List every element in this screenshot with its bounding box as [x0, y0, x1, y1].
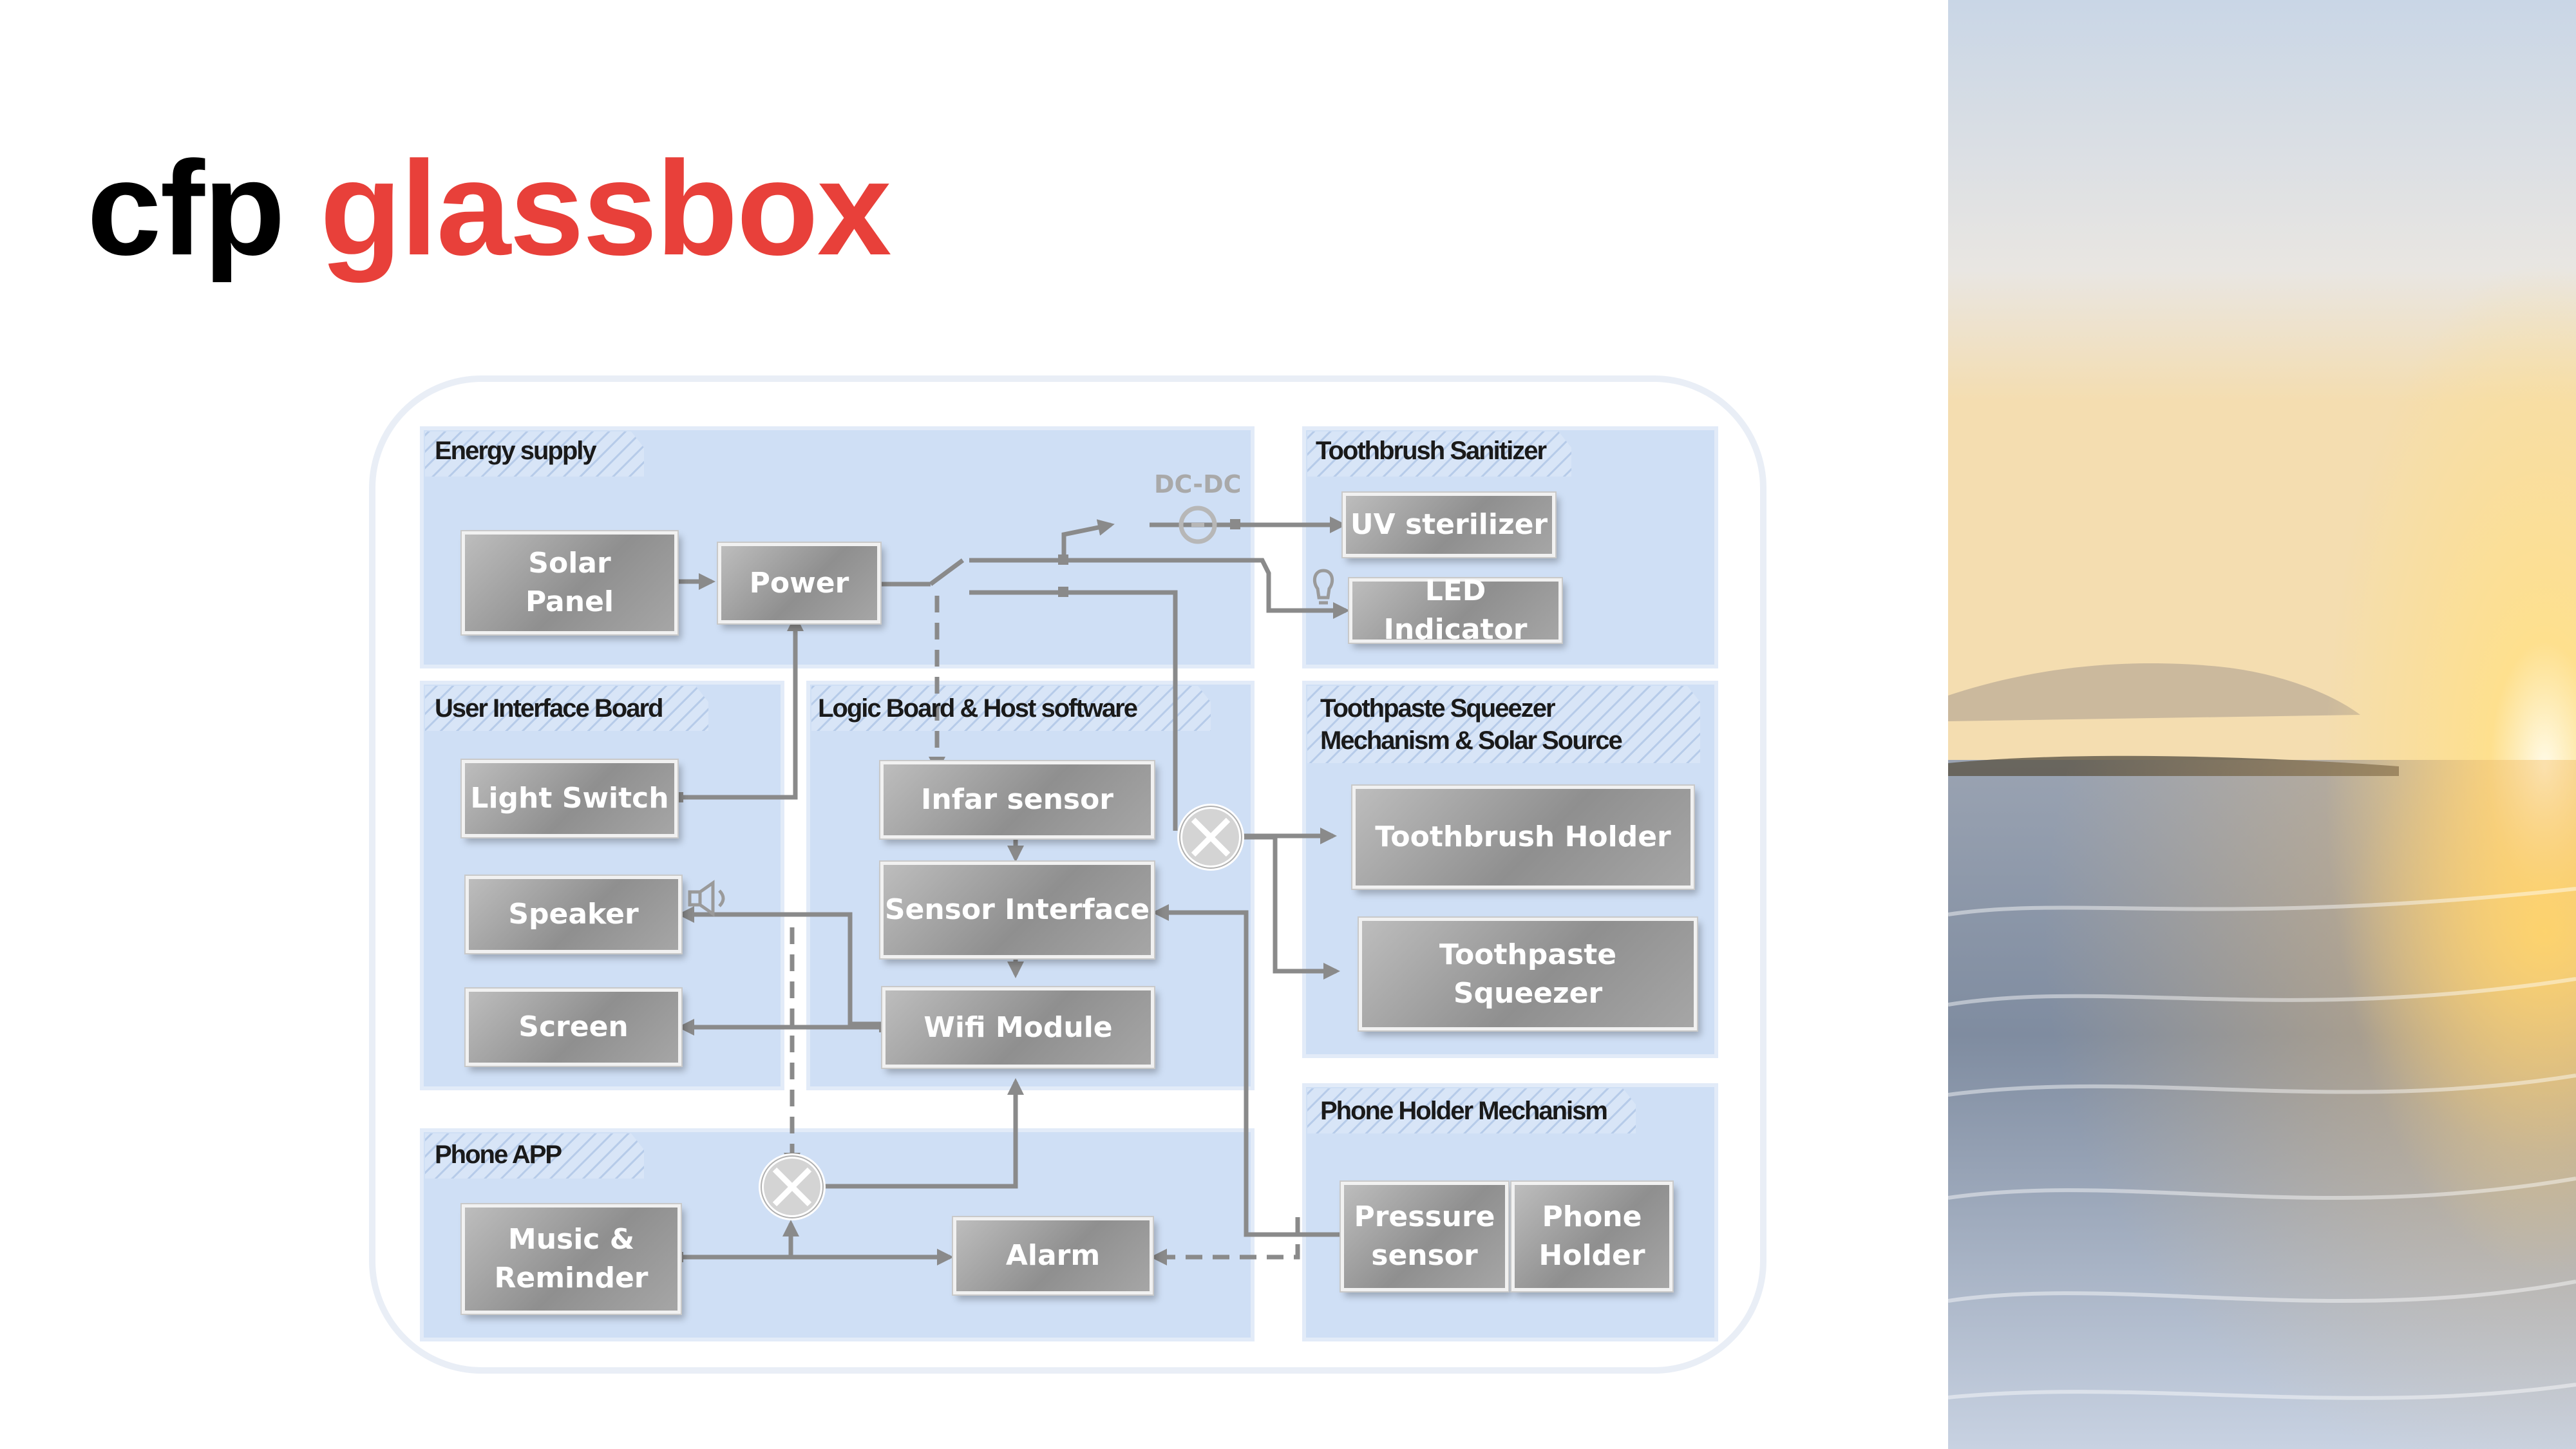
block-wifi-module: Wifi Module: [882, 987, 1154, 1068]
group-label-phone-holder-mechanism: Phone Holder Mechanism: [1320, 1097, 1608, 1125]
block-speaker: Speaker: [466, 876, 681, 953]
block-solar-panel: Solar Panel: [462, 531, 677, 634]
system-block-diagram: Energy supply Toothbrush Sanitizer User …: [361, 367, 1777, 1385]
block-led-indicator: LED Indicator: [1349, 574, 1562, 646]
group-label-user-interface-board: User Interface Board: [435, 694, 663, 723]
speaker-icon: [688, 880, 725, 917]
block-toothpaste-squeezer: Toothpaste Squeezer: [1359, 918, 1697, 1030]
block-uv-sterilizer: UV sterilizer: [1343, 493, 1555, 557]
junction-icon: [759, 1153, 826, 1220]
block-light-switch: Light Switch: [462, 760, 677, 837]
converter-icon: [1179, 506, 1217, 544]
group-label-energy-supply: Energy supply: [435, 437, 597, 465]
group-label-toothbrush-sanitizer: Toothbrush Sanitizer: [1316, 437, 1547, 465]
block-pressure-sensor: Pressure sensor: [1341, 1182, 1508, 1291]
block-alarm: Alarm: [953, 1217, 1153, 1294]
title-word-glassbox: glassbox: [319, 134, 892, 283]
block-music-reminder: Music & Reminder: [462, 1204, 681, 1314]
block-phone-holder: Phone Holder: [1511, 1182, 1672, 1291]
bulb-icon: [1312, 569, 1334, 605]
sunset-sea-photo: [1948, 0, 2576, 1449]
block-screen: Screen: [466, 989, 681, 1066]
block-sensor-interface: Sensor Interface: [880, 862, 1154, 958]
junction-icon: [1177, 804, 1244, 871]
title-word-cfp: cfp: [87, 134, 285, 283]
block-infar-sensor: Infar sensor: [880, 761, 1154, 838]
dcdc-label: DC-DC: [1154, 470, 1242, 498]
page-title: cfp glassbox: [87, 132, 892, 286]
block-power: Power: [718, 543, 880, 623]
group-label-phone-app: Phone APP: [435, 1141, 562, 1169]
group-label-toothpaste-squeezer: Toothpaste Squeezer Mechanism & Solar So…: [1320, 694, 1623, 755]
group-label-logic-board: Logic Board & Host software: [818, 694, 1138, 723]
block-toothbrush-holder: Toothbrush Holder: [1352, 786, 1694, 889]
